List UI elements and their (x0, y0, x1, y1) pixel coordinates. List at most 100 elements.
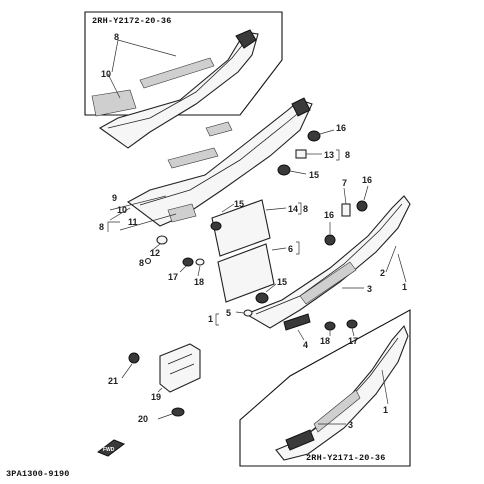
grommet-12 (156, 235, 168, 245)
bolt-17-a (182, 257, 194, 267)
bracket-6 (296, 241, 300, 255)
lead-10-mid (109, 207, 131, 221)
bolt-21 (128, 352, 140, 364)
lead-17-a (179, 265, 187, 273)
callout-6: 6 (288, 244, 293, 254)
stripe-decal-right (299, 261, 357, 305)
callout-3-b: 3 (348, 420, 353, 430)
lead-1-a (397, 253, 407, 283)
lock-bracket-19-detail (167, 353, 195, 375)
top-inset: 2RH-Y2172-20-36 8 10 (84, 11, 283, 149)
fwd-arrow-icon (96, 439, 126, 457)
lead-17-b (351, 327, 355, 337)
lead-2 (385, 245, 397, 273)
callout-4: 4 (303, 340, 308, 350)
side-cover-right-inset-edge (287, 337, 399, 449)
lead-19 (157, 387, 163, 393)
callout-8-c: 8 (303, 204, 308, 214)
lead-4 (297, 329, 305, 341)
callout-8-b: 8 (345, 150, 350, 160)
bracket-13 (336, 149, 340, 161)
callout-8-small: 8 (139, 258, 144, 268)
callout-16-a: 16 (336, 123, 346, 133)
panel-14 (211, 199, 271, 257)
lead-14 (265, 207, 287, 211)
lead-15-a (289, 170, 307, 175)
damper-20 (171, 407, 185, 417)
callout-15-a: 15 (309, 170, 319, 180)
callout-19: 19 (151, 392, 161, 402)
damper-15-b (210, 221, 222, 231)
stripe-decal-top (139, 57, 215, 89)
callout-16-c: 16 (324, 210, 334, 220)
lead-21 (121, 363, 133, 379)
lead-15-c (265, 283, 277, 293)
stripe-decal-mid-b (205, 121, 233, 137)
callout-1-a: 1 (402, 282, 407, 292)
fwd-indicator: FWD (96, 439, 126, 457)
lead-16-b (363, 185, 369, 201)
top-inset-frame (84, 11, 283, 116)
side-cover-left-inset-clip (235, 29, 257, 49)
lead-6 (271, 247, 287, 251)
lead-10-top (107, 73, 121, 99)
bracket-14 (298, 202, 302, 215)
fasteners-right: 7 16 16 2 3 1 18 17 (320, 175, 407, 346)
dampers-upper: 16 13 8 15 (277, 123, 350, 180)
emblem-decal-top (91, 89, 137, 117)
lead-20 (157, 413, 173, 420)
emblem-decal-mid (167, 203, 197, 223)
callout-13: 13 (324, 150, 334, 160)
callout-7: 7 (342, 178, 347, 188)
panel-6 (217, 243, 275, 303)
damper-16-a (307, 130, 321, 142)
left-side-cover-assembly: 9 10 11 8 (99, 97, 313, 232)
emblem-4 (283, 313, 311, 331)
lead-18-a (197, 265, 201, 277)
side-cover-right-edge (255, 203, 403, 315)
side-cover-left-edge (139, 109, 303, 206)
bottom-inset-part-code: 2RH-Y2171-20-36 (306, 453, 386, 463)
side-cover-left-clip (291, 97, 311, 117)
callout-3-a: 3 (367, 284, 372, 294)
damper-15-a (277, 164, 291, 176)
center-panels: 15 14 8 6 (210, 199, 308, 303)
callout-10-mid: 10 (117, 205, 127, 215)
callout-8-mid: 8 (99, 222, 104, 232)
callout-18-a: 18 (194, 277, 204, 287)
callout-15-b: 15 (234, 199, 244, 209)
callout-1-c: 1 (383, 405, 388, 415)
screw-5 (243, 309, 253, 317)
side-cover-left-inset-edge (107, 37, 249, 129)
callout-8-top: 8 (114, 32, 119, 42)
top-inset-part-code: 2RH-Y2172-20-36 (92, 16, 172, 26)
bottom-inset: 1 3 2RH-Y2171-20-36 (239, 309, 411, 467)
damper-15-c (255, 292, 269, 304)
lead-16-a (319, 129, 335, 135)
callout-17-a: 17 (168, 272, 178, 282)
bracket-1-b (215, 313, 219, 326)
stripe-decal-bottom (313, 389, 361, 433)
seat-lock-assembly: 21 19 20 (108, 343, 201, 424)
page-part-code: 3PA1300-9190 (6, 469, 70, 479)
lock-bracket-19 (159, 343, 201, 393)
lead-1-c (381, 369, 389, 405)
callout-10-top: 10 (101, 69, 111, 79)
lead-8-top-b (111, 39, 119, 73)
lead-5 (235, 311, 245, 314)
callout-11: 11 (128, 217, 138, 227)
callout-18-b: 18 (320, 336, 330, 346)
fasteners-left: 12 8 17 18 (139, 235, 205, 287)
side-cover-right (244, 195, 411, 329)
damper-16-b (356, 200, 368, 212)
lead-11 (119, 213, 177, 231)
right-side-cover-assembly: 15 4 5 1 (208, 195, 411, 350)
lead-8-top (117, 39, 177, 57)
washer-18-a (195, 258, 205, 266)
lead-12 (149, 243, 161, 253)
callout-15-c: 15 (277, 277, 287, 287)
callout-20: 20 (138, 414, 148, 424)
callout-9: 9 (112, 193, 117, 203)
lead-bracket-8 (107, 221, 120, 232)
